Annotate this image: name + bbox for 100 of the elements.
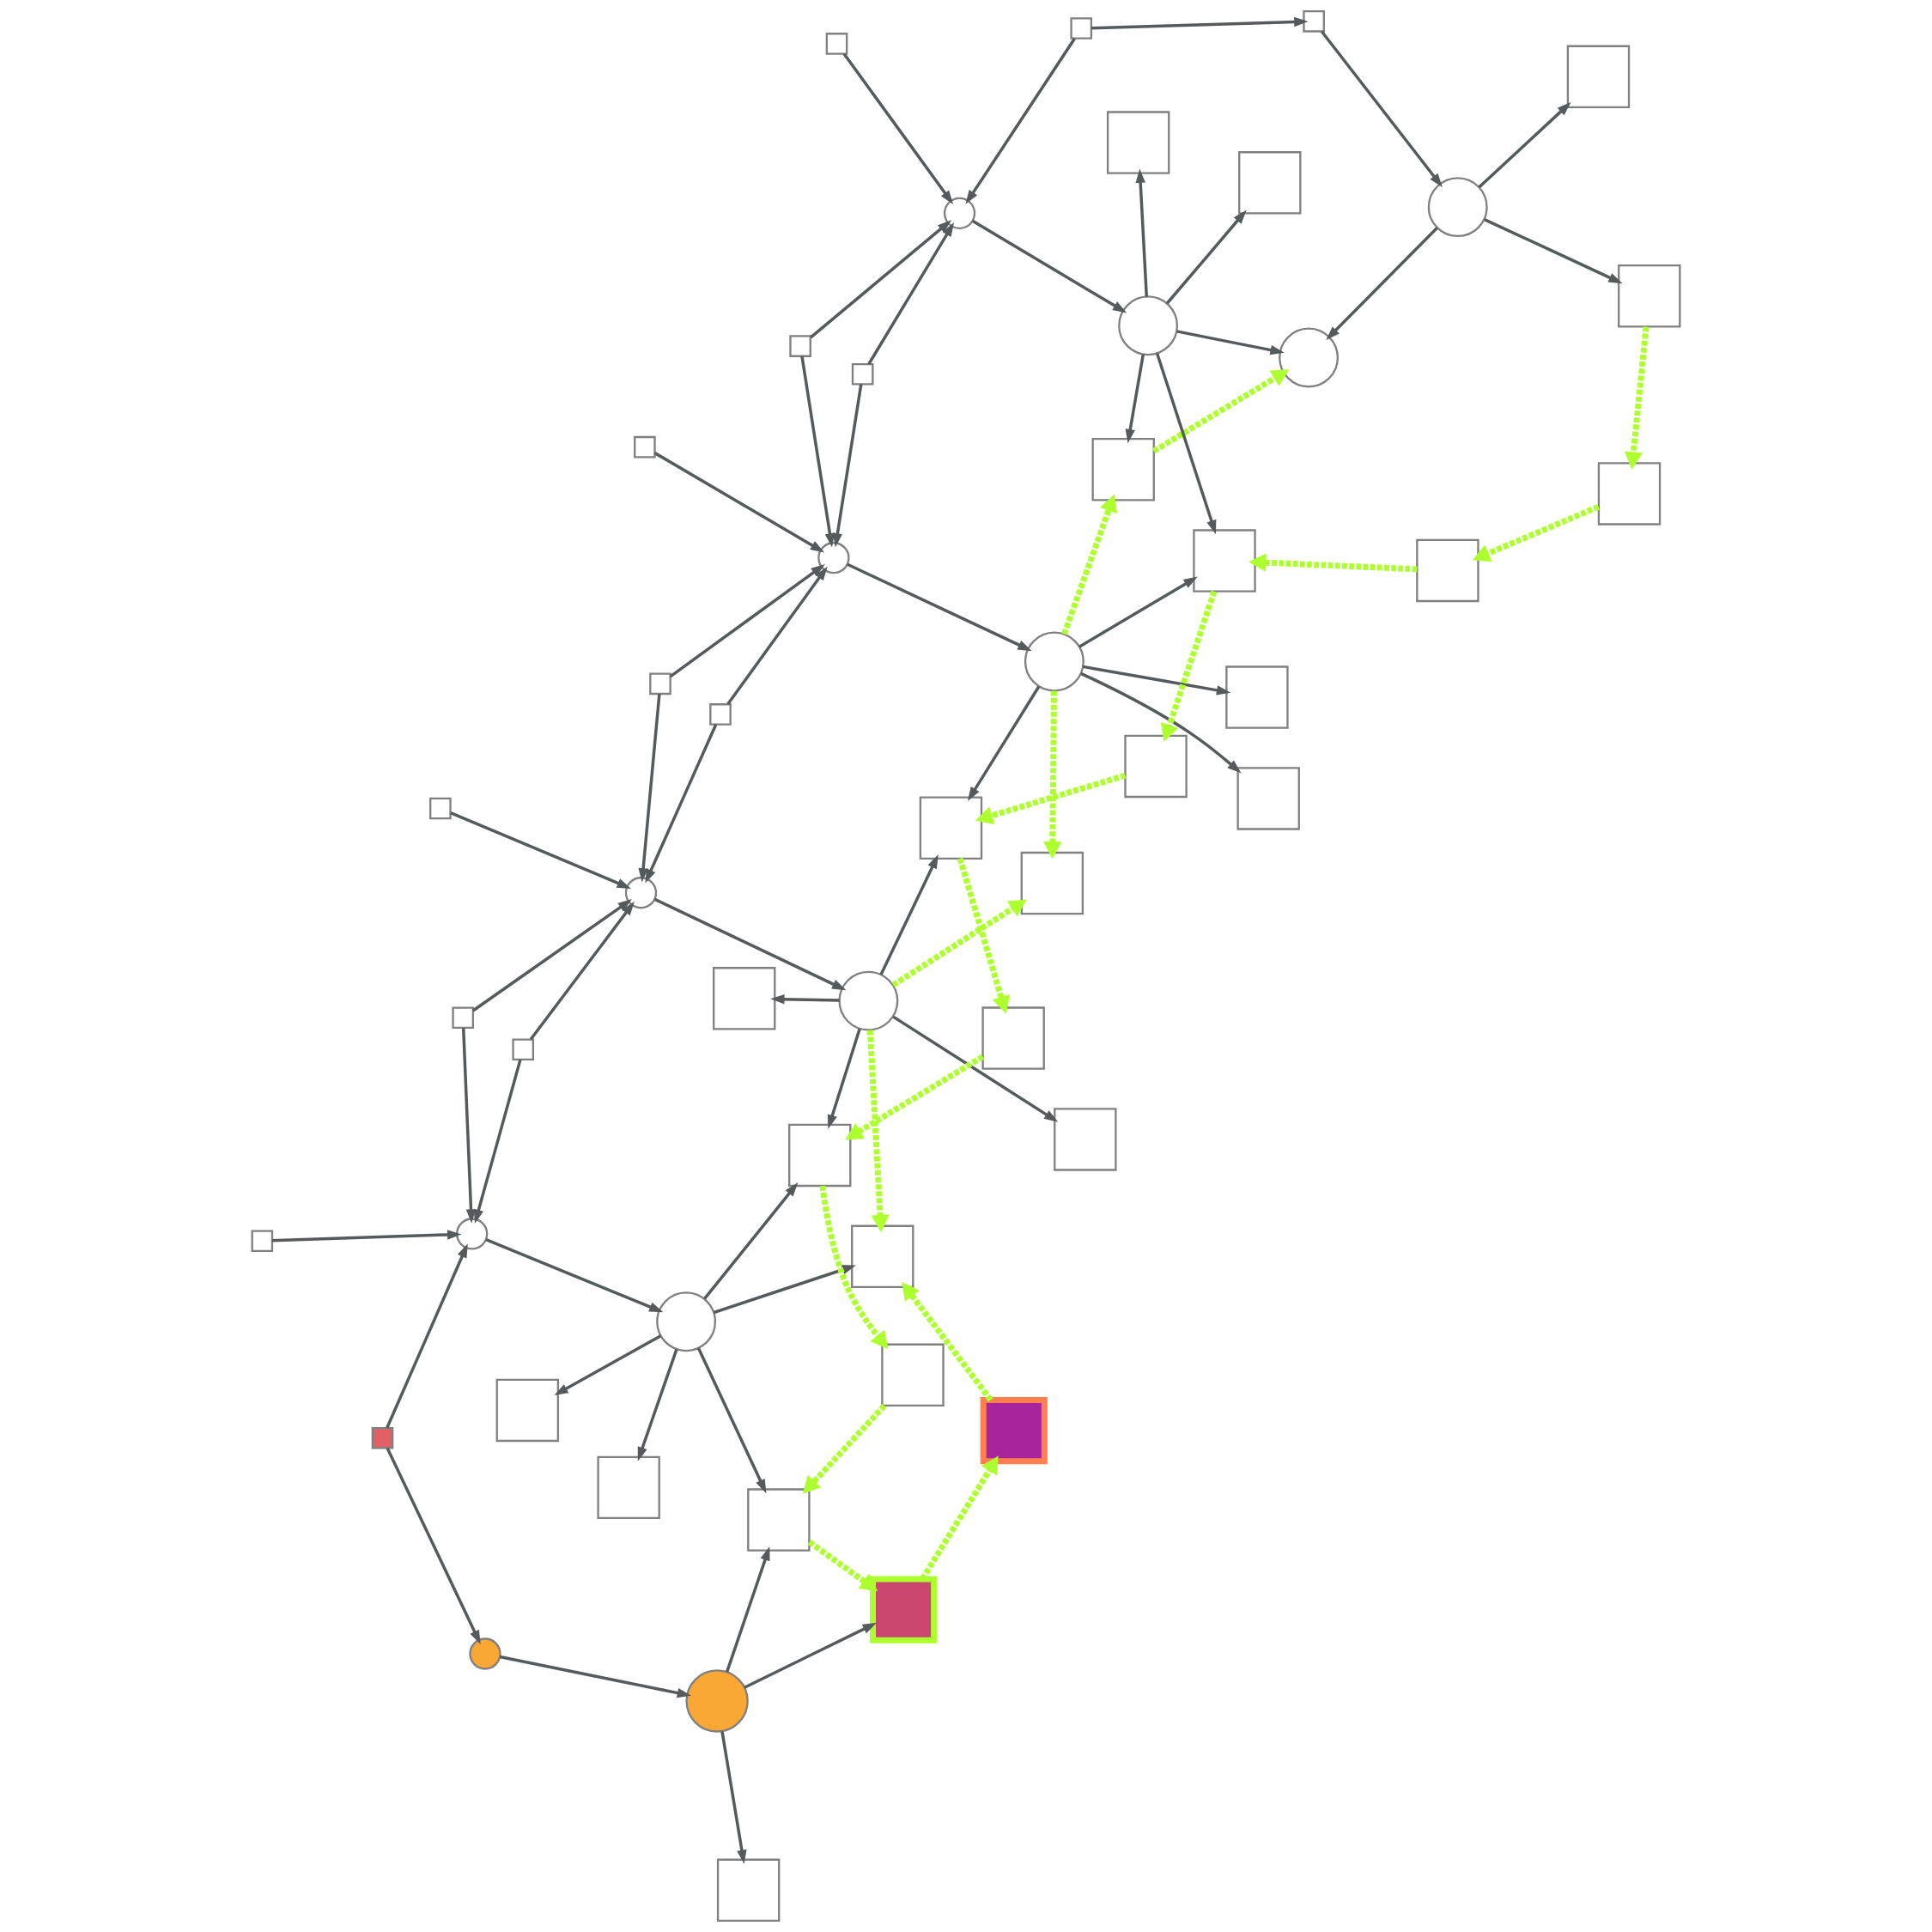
arrow bbox=[1125, 354, 1145, 444]
arrow bbox=[703, 1182, 799, 1300]
arrow bbox=[1091, 16, 1309, 30]
node-box bbox=[1225, 665, 1289, 729]
node-box bbox=[980, 1397, 1048, 1465]
arrow bbox=[1061, 494, 1118, 635]
arrow bbox=[529, 901, 635, 1041]
arrow bbox=[847, 562, 1032, 652]
node-circle bbox=[838, 970, 899, 1031]
arrow bbox=[653, 897, 847, 991]
arrow bbox=[1155, 353, 1217, 535]
node-box bbox=[919, 796, 983, 860]
node-box bbox=[1124, 734, 1188, 799]
node-box bbox=[597, 1455, 660, 1520]
arrow bbox=[842, 52, 954, 205]
arrow bbox=[1160, 590, 1218, 742]
node-box bbox=[1566, 45, 1631, 109]
node-box bbox=[371, 1426, 394, 1449]
node-box bbox=[1054, 1108, 1117, 1171]
arrow bbox=[1249, 553, 1418, 573]
node-box bbox=[1303, 9, 1325, 33]
node-box bbox=[870, 1576, 938, 1643]
arrow bbox=[892, 1015, 1059, 1122]
node-box bbox=[1070, 17, 1093, 39]
arrow bbox=[473, 1059, 522, 1224]
arrow bbox=[866, 1030, 890, 1233]
arrow bbox=[1080, 671, 1242, 774]
arrow bbox=[1043, 690, 1062, 860]
node-box bbox=[1193, 529, 1256, 592]
node-circle bbox=[624, 877, 658, 909]
arrow bbox=[867, 222, 955, 365]
arrow bbox=[807, 1540, 878, 1592]
arrow bbox=[696, 1347, 767, 1494]
arrow bbox=[891, 899, 1027, 988]
arrow bbox=[637, 1349, 678, 1461]
arrow bbox=[485, 1238, 664, 1313]
node-box bbox=[251, 1230, 274, 1253]
node-box bbox=[429, 797, 452, 820]
node-circle bbox=[469, 1637, 501, 1670]
node-circle bbox=[456, 1218, 489, 1250]
arrow bbox=[1165, 210, 1247, 305]
node-box bbox=[1020, 851, 1084, 915]
arrow bbox=[450, 811, 631, 889]
arrow bbox=[1483, 217, 1623, 284]
arrow bbox=[967, 685, 1041, 801]
arrow bbox=[720, 1731, 747, 1864]
node-box bbox=[713, 967, 776, 1030]
node-box bbox=[825, 33, 848, 55]
arrow bbox=[770, 993, 840, 1005]
arrow bbox=[800, 355, 835, 548]
arrow bbox=[638, 693, 661, 883]
node-circle bbox=[1118, 295, 1179, 356]
node-circle bbox=[1024, 631, 1084, 692]
node-box bbox=[1236, 767, 1300, 830]
arrow bbox=[802, 1403, 887, 1494]
node-box bbox=[789, 335, 811, 357]
arrow bbox=[819, 1185, 889, 1350]
node-box bbox=[1618, 264, 1681, 328]
node-box bbox=[1597, 462, 1662, 526]
arrow bbox=[1326, 227, 1438, 341]
node-box bbox=[1416, 538, 1479, 603]
node-box bbox=[1091, 438, 1155, 501]
arrow bbox=[902, 1282, 993, 1402]
arrow bbox=[971, 219, 1127, 313]
node-box bbox=[851, 1224, 914, 1288]
arrow bbox=[879, 854, 939, 975]
arrow bbox=[1176, 330, 1285, 355]
node-box bbox=[709, 703, 732, 726]
node-box bbox=[495, 1378, 560, 1443]
arrow bbox=[669, 564, 825, 678]
arrow bbox=[1478, 101, 1571, 189]
arrow bbox=[957, 857, 1011, 1014]
arrow bbox=[713, 1265, 856, 1315]
arrow bbox=[1135, 168, 1149, 297]
node-circle bbox=[817, 542, 850, 574]
node-box bbox=[1106, 111, 1170, 174]
arrow bbox=[827, 1028, 861, 1129]
node-box bbox=[649, 672, 671, 696]
arrow bbox=[810, 220, 952, 339]
arrow bbox=[975, 772, 1127, 825]
node-circle bbox=[685, 1669, 749, 1733]
arrow bbox=[832, 384, 863, 548]
arrow bbox=[1152, 369, 1290, 454]
arrow bbox=[653, 452, 825, 553]
node-box bbox=[747, 1488, 811, 1552]
arrow bbox=[725, 1546, 770, 1673]
arrow bbox=[461, 1028, 477, 1224]
arrow bbox=[1078, 576, 1198, 648]
arrow bbox=[1321, 30, 1443, 188]
arrow bbox=[645, 724, 718, 884]
arrow bbox=[1624, 326, 1649, 470]
node-box bbox=[851, 362, 874, 386]
arrow bbox=[272, 1230, 462, 1242]
node-box bbox=[788, 1123, 852, 1188]
node-box bbox=[881, 1343, 945, 1407]
node-box bbox=[1238, 151, 1302, 215]
arrow bbox=[471, 899, 632, 1012]
arrow bbox=[1082, 665, 1231, 696]
arrow bbox=[554, 1334, 662, 1396]
node-box bbox=[512, 1038, 535, 1061]
